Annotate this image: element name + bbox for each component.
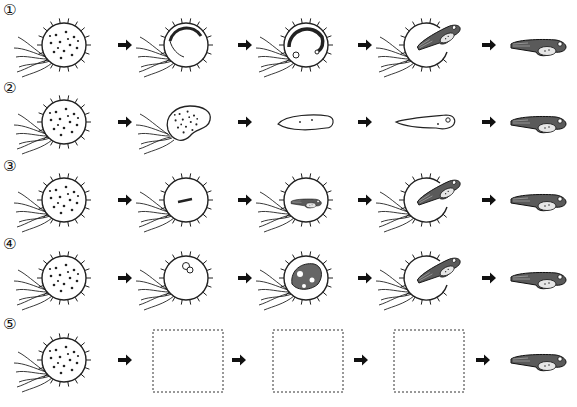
egg-stage [256,18,333,77]
larva [511,272,566,288]
hatching-stage [376,18,463,77]
hatching-stage [376,173,463,232]
row-number: ① [3,2,16,19]
egg-stage [136,106,210,154]
egg-stage [14,95,91,154]
larva [511,194,566,210]
embryo [396,115,455,129]
egg-stage [14,173,91,232]
row-number: ② [3,80,16,97]
egg-stage [14,251,91,310]
row-number: ④ [3,236,16,253]
larva [511,116,566,132]
larva [511,39,566,55]
blank-box [153,330,464,392]
egg-stage [14,333,91,392]
egg-stage [256,173,333,232]
egg-stage [136,251,213,310]
hatching-stage [376,251,463,310]
arrows [118,40,496,366]
row-number: ⑤ [3,316,16,333]
egg-stage [136,18,213,77]
egg-stage [136,173,213,232]
embryo [278,115,333,130]
egg-stage [14,18,91,77]
larva [511,354,566,370]
row-number: ③ [3,158,16,175]
egg-stage [256,251,333,310]
